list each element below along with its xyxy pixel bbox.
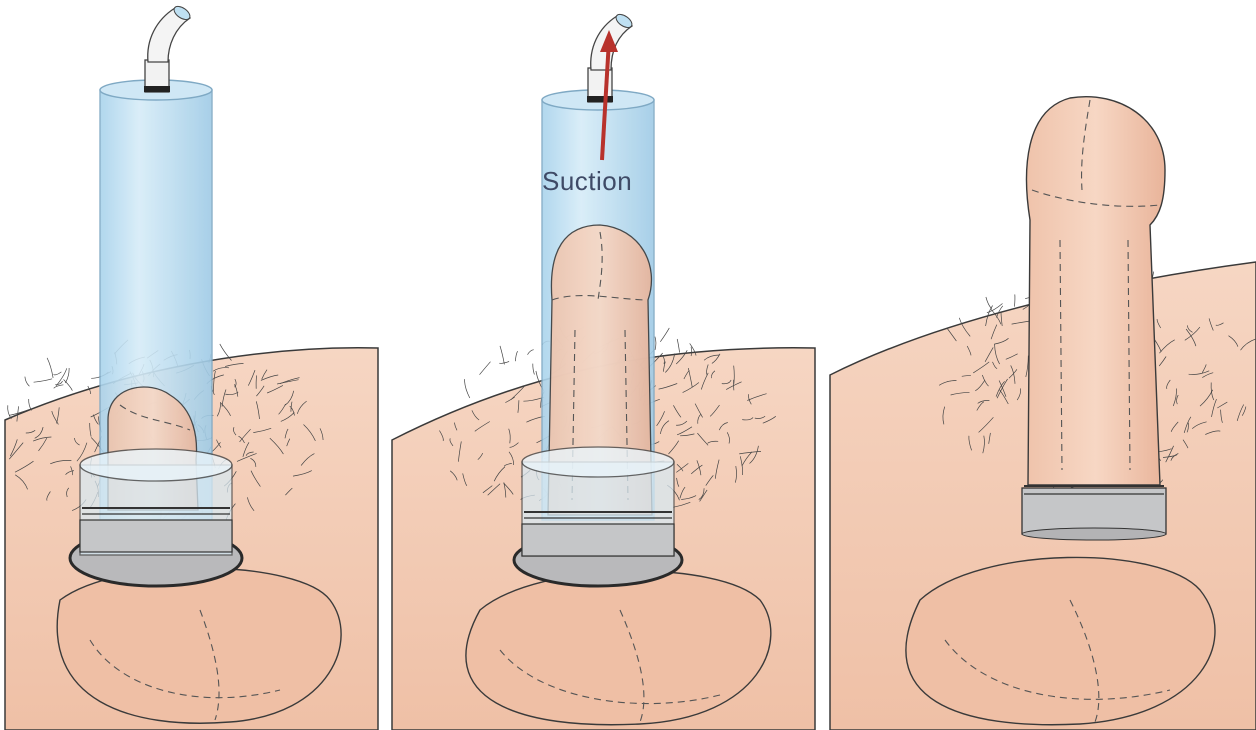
panel-3-scrotum [906,557,1215,724]
hair-stroke [528,350,534,355]
hair-stroke [54,385,64,388]
hair-stroke [34,379,53,382]
panel-2-constriction-ring [522,524,674,556]
hair-stroke [533,364,535,375]
hair-stroke [655,337,656,350]
panel-1-scrotum [57,568,341,723]
hair-stroke [465,379,470,398]
panel-3-constriction-ring [1022,488,1166,534]
hair-stroke [986,297,992,309]
suction-label: Suction [542,166,632,196]
hair-stroke [54,372,62,375]
hair-stroke [47,358,53,378]
hair-stroke [64,380,73,391]
panel-2: Suction [392,12,815,730]
hair-stroke [56,368,67,386]
hair-stroke [515,351,517,361]
hair-stroke [25,377,30,387]
panel-3-penis [1027,97,1165,485]
hair-stroke [500,346,504,365]
panel-3 [830,97,1256,730]
hair-stroke [677,339,679,353]
panel-1-constriction-ring [80,520,232,552]
panel-1 [5,4,378,730]
hair-stroke [480,362,491,375]
hair-stroke [660,328,669,342]
